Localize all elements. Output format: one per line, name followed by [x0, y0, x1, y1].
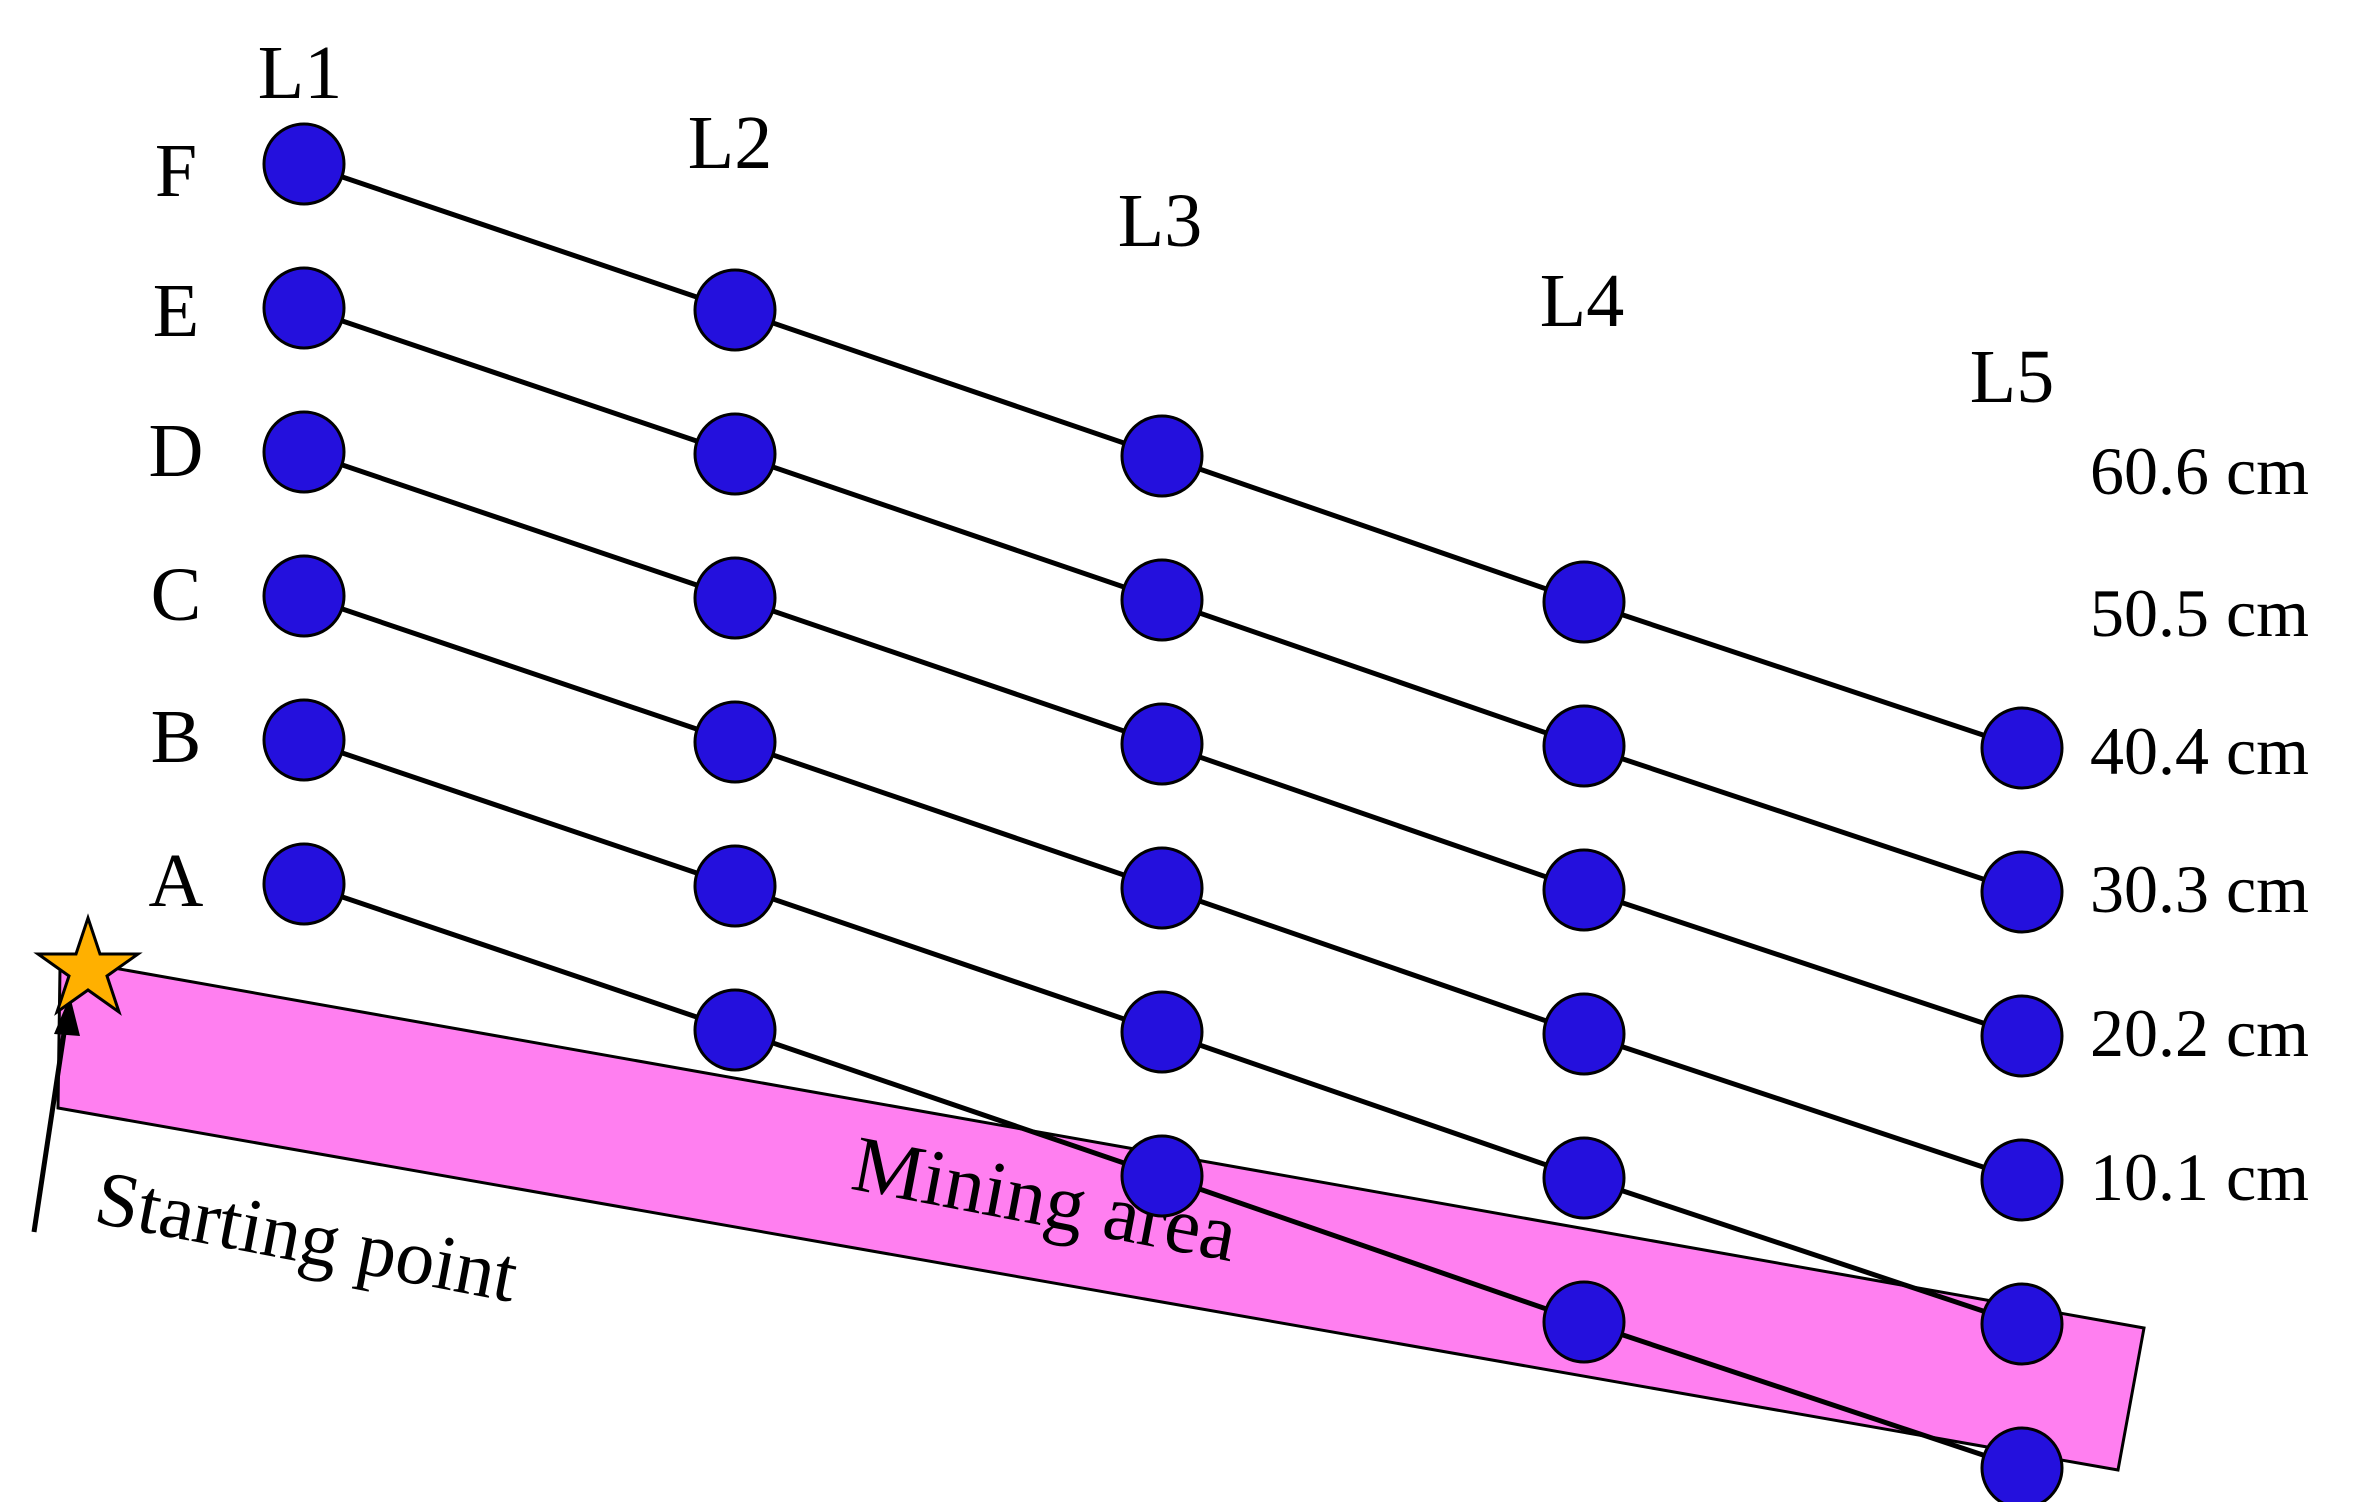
node-d-l3 [1120, 702, 1204, 786]
row-label-e: E [153, 269, 199, 353]
row-label-b: B [151, 695, 202, 779]
distance-label-50-5: 50.5 cm [2090, 575, 2309, 651]
node-b-l1 [262, 698, 346, 782]
node-a-l5 [1980, 1426, 2064, 1502]
node-a-l4 [1542, 1280, 1626, 1364]
sensor-grid [262, 122, 2064, 1502]
node-d-l4 [1542, 848, 1626, 932]
node-d-l5 [1980, 994, 2064, 1078]
distance-label-10-1: 10.1 cm [2090, 1139, 2309, 1215]
column-label-l2: L2 [688, 101, 772, 185]
row-label-d: D [149, 409, 204, 493]
column-label-l1: L1 [258, 31, 342, 115]
node-e-l3 [1120, 558, 1204, 642]
node-a-l1 [262, 842, 346, 926]
node-e-l2 [693, 412, 777, 496]
row-label-c: C [151, 553, 202, 637]
node-b-l5 [1980, 1282, 2064, 1366]
node-b-l3 [1120, 990, 1204, 1074]
node-e-l4 [1542, 704, 1626, 788]
node-c-l2 [693, 700, 777, 784]
node-c-l3 [1120, 846, 1204, 930]
node-b-l2 [693, 844, 777, 928]
node-b-l4 [1542, 1136, 1626, 1220]
row-labels: A B C D E F [149, 129, 204, 923]
node-f-l1 [262, 122, 346, 206]
row-label-a: A [149, 839, 204, 923]
node-a-l3 [1120, 1134, 1204, 1218]
node-f-l3 [1120, 414, 1204, 498]
node-d-l2 [693, 556, 777, 640]
node-c-l5 [1980, 1138, 2064, 1222]
distance-label-40-4: 40.4 cm [2090, 713, 2309, 789]
node-e-l5 [1980, 850, 2064, 934]
node-f-l4 [1542, 560, 1626, 644]
node-d-l1 [262, 410, 346, 494]
node-c-l4 [1542, 992, 1626, 1076]
distance-labels: 10.1 cm 20.2 cm 30.3 cm 40.4 cm 50.5 cm … [2090, 433, 2309, 1215]
starting-point-arrow-shaft [31, 1019, 69, 1233]
distance-label-30-3: 30.3 cm [2090, 851, 2309, 927]
distance-label-20-2: 20.2 cm [2090, 995, 2309, 1071]
column-labels: L1 L2 L3 L4 L5 [258, 31, 2054, 419]
node-f-l2 [693, 268, 777, 352]
row-label-f: F [155, 129, 197, 213]
node-a-l2 [693, 988, 777, 1072]
starting-point-star-icon [33, 913, 143, 1016]
node-f-l5 [1980, 706, 2064, 790]
starting-point-arrow-head [54, 996, 80, 1036]
distance-label-60-6: 60.6 cm [2090, 433, 2309, 509]
node-c-l1 [262, 554, 346, 638]
column-label-l4: L4 [1540, 259, 1624, 343]
column-label-l3: L3 [1118, 179, 1202, 263]
column-label-l5: L5 [1970, 335, 2054, 419]
node-e-l1 [262, 266, 346, 350]
